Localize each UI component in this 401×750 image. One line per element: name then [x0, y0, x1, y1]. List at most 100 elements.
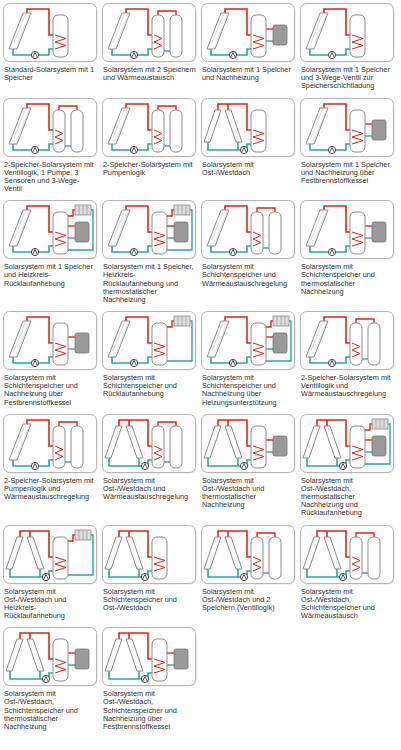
storage-tank — [251, 537, 263, 579]
collector-tubes — [212, 13, 228, 43]
collector-tubes — [311, 210, 327, 240]
boiler — [372, 120, 386, 140]
system-caption: Solarsystem mit Ost-/Westdach, Schichten… — [102, 690, 197, 731]
pump-symbol-mark — [242, 147, 246, 152]
panel-shadow — [203, 202, 296, 260]
system-caption: Solarsystem mit Schichtenspeicher und th… — [300, 263, 395, 296]
pump-symbol — [31, 359, 38, 366]
heat-exchanger-coil — [154, 343, 165, 357]
pump-symbol — [141, 462, 148, 469]
panel-shadow — [302, 415, 395, 473]
boiler-supply-pipe — [266, 336, 273, 337]
panel-shadow — [104, 99, 197, 157]
pump-symbol — [240, 573, 247, 580]
storage-tank — [170, 110, 182, 152]
boiler — [75, 649, 89, 669]
pump-symbol — [130, 249, 137, 256]
system-tile: Solarsystem mit 2 Speichern und Wärmeaus… — [102, 2, 197, 82]
boiler-return-pipe — [68, 665, 75, 666]
pump-symbol — [328, 249, 335, 256]
panel-frame — [202, 414, 295, 472]
system-schematic — [201, 2, 296, 64]
heating-supply-pipe — [167, 321, 174, 327]
pump-symbol — [229, 249, 236, 256]
pump-symbol-mark — [132, 360, 136, 365]
panel-frame — [4, 628, 97, 686]
collector-tubes — [113, 108, 129, 138]
panel-shadow — [302, 5, 395, 63]
system-schematic — [300, 310, 395, 372]
system-schematic — [102, 2, 197, 64]
exchange-pipe — [59, 422, 77, 426]
panel-shadow — [5, 5, 98, 63]
boiler-supply-pipe — [167, 653, 174, 654]
boiler-supply-pipe — [68, 653, 75, 654]
solar-collector-west — [126, 426, 143, 458]
solar-collector-east — [204, 426, 221, 458]
system-caption: Solarsystem mit 1 Speicher und 3-Wege-Ve… — [300, 66, 395, 91]
boiler-supply-pipe — [365, 123, 372, 124]
system-schematic — [3, 524, 98, 586]
system-schematic — [3, 626, 98, 688]
solar-collector-west — [27, 639, 44, 671]
panel-shadow — [104, 313, 197, 371]
solar-collector — [9, 13, 31, 49]
solar-collector — [108, 210, 130, 246]
boiler-return-pipe — [68, 238, 75, 239]
boiler-return-pipe — [365, 238, 372, 239]
boiler-return-pipe — [266, 40, 273, 41]
solar-collector-east — [204, 537, 221, 569]
panel-frame — [4, 4, 97, 62]
radiator-fins — [376, 419, 384, 429]
pump-symbol-mark — [33, 360, 37, 365]
exchange-return-pipe — [65, 145, 71, 146]
heating-return-pipe — [167, 321, 192, 361]
collector-tubes — [14, 321, 30, 351]
storage-tank — [53, 323, 68, 365]
panel-shadow — [104, 5, 197, 63]
boiler-return-pipe — [167, 238, 174, 239]
panel-shadow — [302, 313, 395, 371]
radiator — [174, 205, 190, 215]
exchange-pipe — [59, 106, 77, 110]
solar-collector-east — [204, 110, 221, 142]
heat-exchanger-coil — [352, 446, 363, 460]
panel-frame — [202, 525, 295, 583]
panel-frame — [103, 414, 196, 472]
heat-exchanger-coil — [55, 232, 66, 246]
boiler — [372, 222, 386, 242]
panel-shadow — [5, 202, 98, 260]
system-tile: 2-Speicher-Solarsystem mit Pumpenlogik u… — [3, 413, 98, 502]
storage-tank — [152, 323, 167, 365]
heat-exchanger-coil — [154, 557, 165, 571]
system-caption: Solarsystem mit Ost-/Westdach, thermosta… — [300, 477, 395, 518]
radiator-fins — [178, 205, 186, 215]
solar-collector-west — [225, 426, 242, 458]
boiler — [75, 333, 89, 353]
system-caption: 2-Speicher-Solarsystem mit Pumpenlogik u… — [3, 477, 98, 502]
panel-shadow — [203, 415, 296, 473]
pump-symbol — [328, 359, 335, 366]
pump-symbol-mark — [33, 463, 37, 468]
system-schematic — [102, 626, 197, 688]
radiator — [372, 419, 388, 429]
panel-shadow — [104, 202, 197, 260]
boiler — [75, 222, 89, 242]
panel-frame — [103, 98, 196, 156]
solar-collector-east — [105, 426, 122, 458]
pump-symbol — [141, 573, 148, 580]
heat-exchanger-coil — [253, 232, 261, 246]
panel-frame — [4, 201, 97, 259]
system-caption: 2-Speicher-Solarsystem mit Pumpenlogik — [102, 161, 197, 177]
pump-symbol — [130, 146, 137, 153]
panel-shadow — [5, 99, 98, 157]
collector-tubes — [212, 210, 228, 240]
exchange-pipe — [257, 533, 275, 537]
heat-exchanger-coil — [55, 557, 66, 571]
pump-symbol — [240, 462, 247, 469]
heat-exchanger-coil — [352, 130, 363, 144]
boiler-return-pipe — [68, 348, 75, 349]
system-tile: Solarsystem mit Ost-/Westdach, Schichten… — [102, 626, 197, 731]
boiler — [174, 222, 188, 242]
collector-tubes — [113, 13, 129, 43]
